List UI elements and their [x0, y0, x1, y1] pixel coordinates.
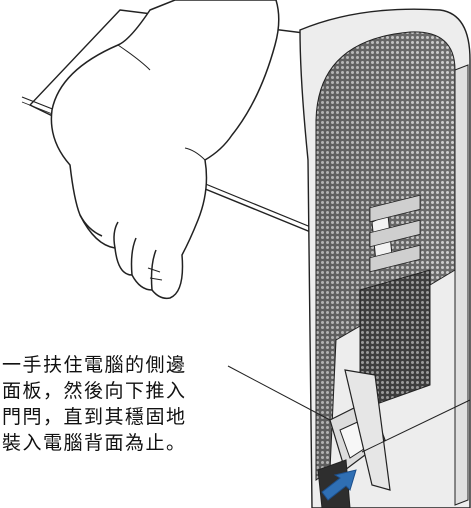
caption-line-3: 門閂，直到其穩固地 [2, 406, 187, 428]
computer-front [299, 8, 471, 508]
push-down-arrow-icon [321, 469, 357, 501]
panel-edge-line [21, 96, 56, 111]
caption-line-1: 一手扶住電腦的側邊 [2, 354, 187, 376]
latch [317, 369, 391, 508]
caption-line-4: 裝入電腦背面為止。 [2, 432, 187, 454]
hand-illustration [50, 0, 280, 300]
leader-line-left [227, 365, 331, 421]
drive-bays [359, 269, 431, 411]
caption-line-2: 面板，然後向下推入 [2, 380, 187, 402]
leader-line-right [361, 399, 471, 453]
latch-lever [344, 369, 391, 491]
